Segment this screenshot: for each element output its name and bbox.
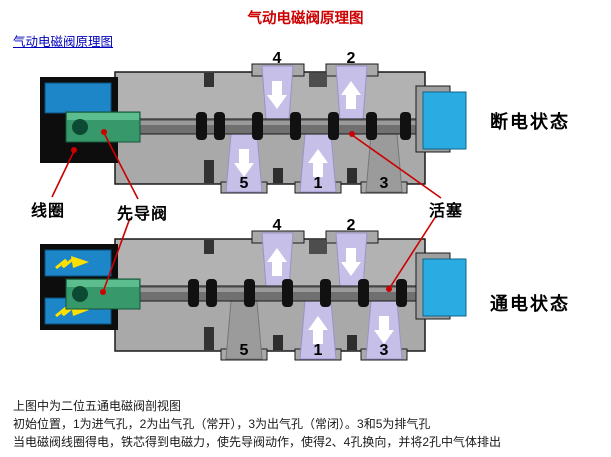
leader-dot — [71, 147, 77, 153]
o-ring-seal — [396, 279, 407, 307]
port-1-number-bottom: 1 — [313, 342, 323, 359]
o-ring-seal — [320, 279, 331, 307]
notch — [273, 168, 283, 183]
flow-arrow-up-port-1 — [308, 316, 328, 344]
port-4-number-top: 4 — [272, 50, 282, 67]
leader-lines — [51, 129, 442, 295]
spool-rod-highlight — [135, 121, 436, 125]
notch — [204, 240, 214, 254]
notch — [204, 327, 214, 350]
flow-arrow-up-port-1 — [308, 149, 328, 177]
port-3-number-bottom: 3 — [379, 342, 389, 359]
port-3-number-top: 3 — [379, 175, 389, 192]
notch — [204, 73, 214, 87]
leader-dot — [100, 289, 106, 295]
o-ring-seal — [358, 279, 369, 307]
description-line-2: 初始位置，1为进气孔，2为出气孔（常开），3为出气孔（常闭）。3和5为排气孔 — [13, 417, 431, 431]
flow-arrow-down-port-5 — [234, 149, 254, 177]
leader-pilot-top — [103, 132, 139, 200]
o-ring-seal — [244, 279, 255, 307]
page-link[interactable]: 气动电磁阀原理图 — [13, 35, 114, 49]
description-block: 上图中为二位五通电磁阀剖视图 初始位置，1为进气孔，2为出气孔（常开），3为出气… — [13, 397, 501, 451]
coil-core — [44, 82, 112, 114]
flow-arrow-down-port-4 — [267, 81, 287, 109]
port-5-number-top: 5 — [239, 175, 249, 192]
piston-label: 活塞 — [429, 203, 464, 220]
leader-dot — [101, 129, 107, 135]
pilot-valve-highlight — [67, 113, 139, 120]
notch — [347, 168, 357, 183]
end-cap-cyan — [422, 258, 467, 317]
port-1-number-top: 1 — [313, 175, 323, 192]
notch — [273, 335, 283, 350]
notch — [309, 73, 327, 87]
o-ring-seal — [282, 279, 293, 307]
valve-energized — [40, 230, 467, 361]
leader-piston-top — [351, 134, 442, 199]
notch — [347, 335, 357, 350]
flow-arrow-down-port-3 — [374, 316, 394, 344]
o-ring-seal — [290, 112, 301, 140]
end-cap-cyan — [422, 91, 467, 150]
pilot-valve-end — [72, 286, 88, 302]
o-ring-seal — [252, 112, 263, 140]
flow-arrow-up-port-4 — [267, 248, 287, 276]
lightning-bolt-icon — [55, 256, 89, 270]
coil-label: 线圈 — [31, 203, 66, 220]
leader-coil — [51, 150, 75, 198]
flow-arrow-up-port-2 — [341, 81, 361, 109]
leader-piston-bottom — [388, 215, 437, 290]
flow-arrow-down-port-2 — [341, 248, 361, 276]
page-title: 气动电磁阀原理图 — [247, 11, 364, 27]
valve-deenergized — [40, 63, 467, 194]
o-ring-seal — [196, 112, 207, 140]
port-2-number-bottom: 2 — [346, 217, 356, 234]
pilot-valve-label: 先导阀 — [117, 206, 169, 223]
port-5-number-bottom: 5 — [239, 342, 249, 359]
notch — [204, 160, 214, 183]
o-ring-seal — [366, 112, 377, 140]
o-ring-seal — [214, 112, 225, 140]
leader-pilot-bottom — [102, 217, 131, 293]
port-4-number-bottom: 4 — [272, 217, 282, 234]
port-2-number-top: 2 — [346, 50, 356, 67]
o-ring-seal — [206, 279, 217, 307]
o-ring-seal — [188, 279, 199, 307]
description-line-3: 当电磁阀线圈得电，铁芯得到电磁力，使先导阀动作，使得2、4孔换向，并将2孔中气体… — [13, 435, 502, 449]
o-ring-seal — [400, 112, 411, 140]
state-label-deenergized: 断电状态 — [490, 112, 570, 132]
o-ring-seal — [328, 112, 339, 140]
notch — [309, 240, 327, 254]
leader-dot — [386, 286, 392, 292]
state-label-energized: 通电状态 — [490, 294, 570, 314]
leader-dot — [349, 131, 355, 137]
pilot-valve-highlight — [67, 280, 139, 287]
pilot-valve-end — [72, 119, 88, 135]
description-line-1: 上图中为二位五通电磁阀剖视图 — [13, 399, 182, 413]
